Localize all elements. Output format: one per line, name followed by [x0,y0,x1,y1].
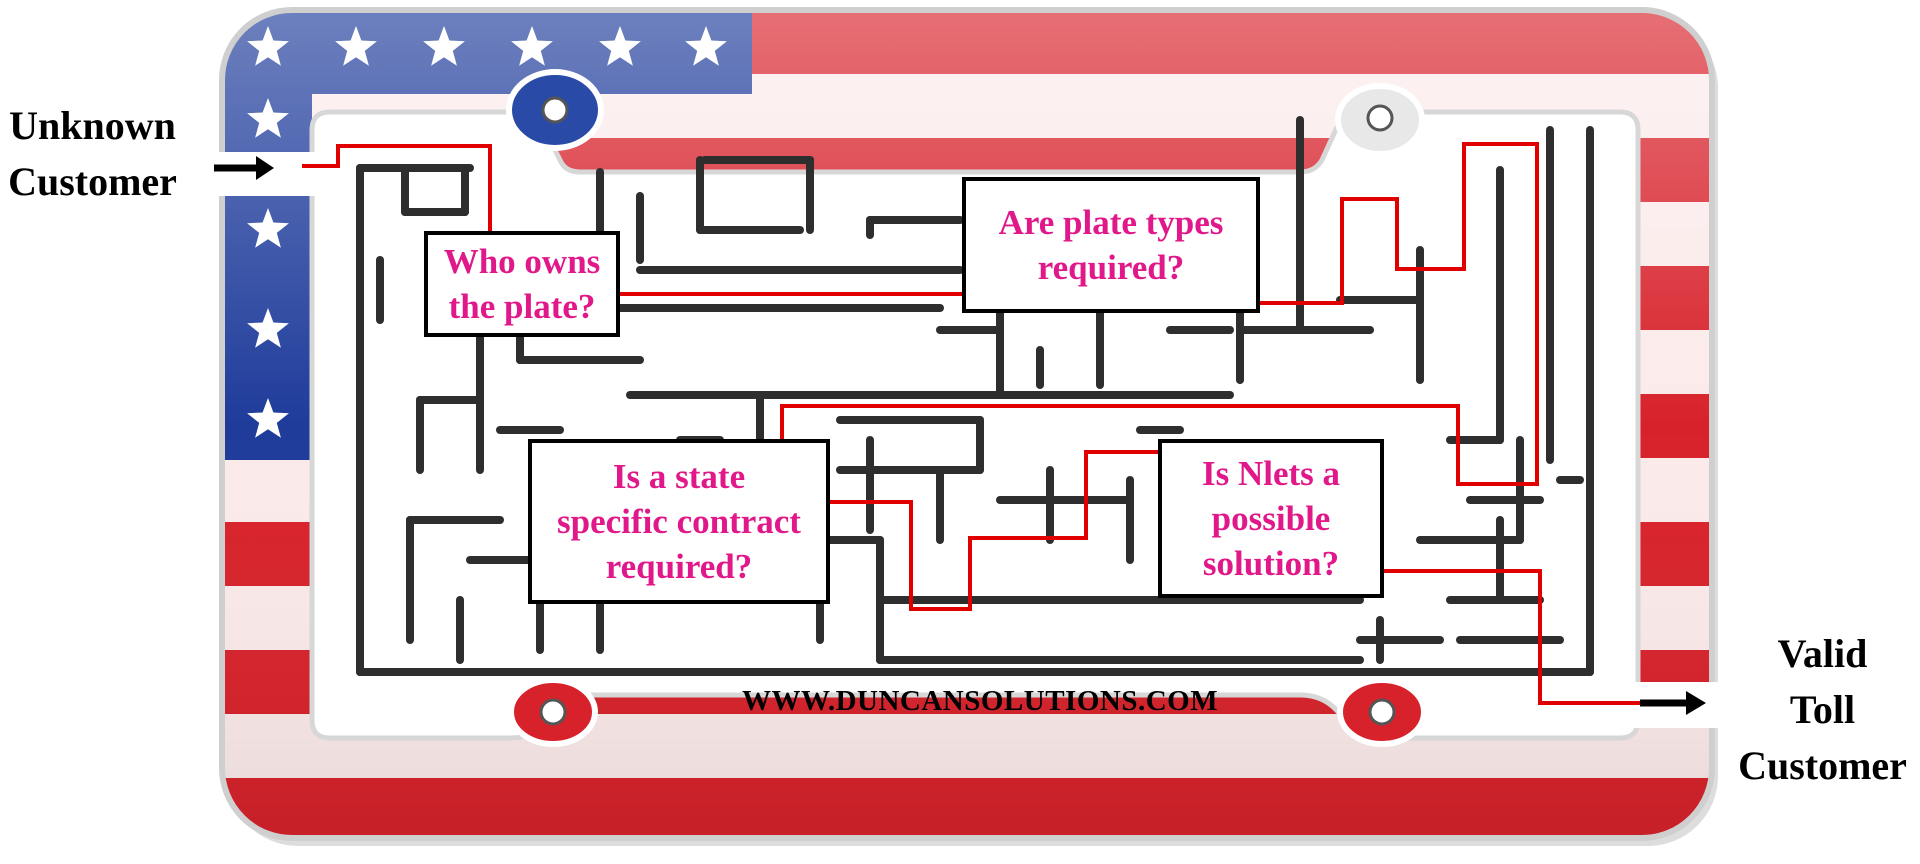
question-plate-types: Are plate types required? [962,177,1260,313]
question-text: Are plate types required? [999,200,1224,290]
start-label: Unknown Customer [0,98,185,210]
website-url: WWW.DUNCANSOLUTIONS.COM [742,685,1218,718]
question-text: Is a state specific contract required? [557,454,801,589]
question-who-owns: Who owns the plate? [424,231,620,337]
question-state-contract: Is a state specific contract required? [528,439,830,604]
maze-entry [212,152,340,196]
question-nlets: Is Nlets a possible solution? [1158,439,1384,598]
question-text: Who owns the plate? [444,239,601,329]
end-label: Valid Toll Customer [1725,626,1920,794]
question-text: Is Nlets a possible solution? [1202,451,1340,586]
